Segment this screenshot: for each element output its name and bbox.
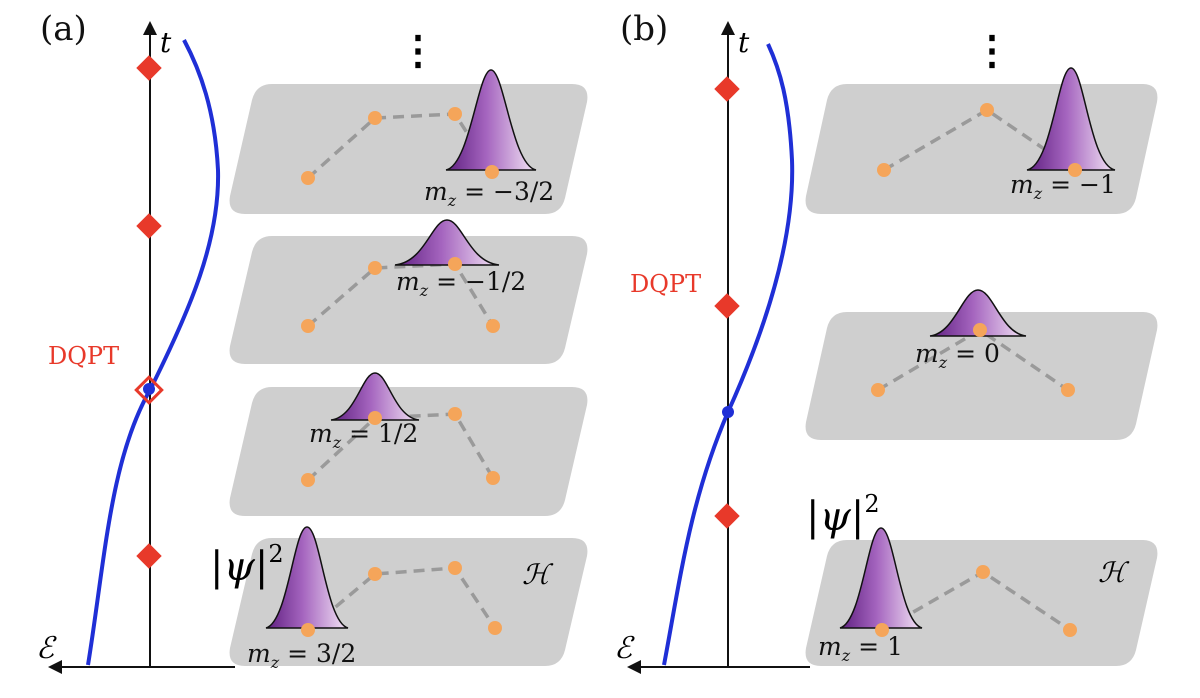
dqpt-marker-b-2 <box>714 293 740 319</box>
ellipsis-b: ⋮ <box>972 27 1012 74</box>
hilbert-plane-b-1: mz = 1 ℋ <box>805 527 1158 666</box>
lattice-node <box>976 565 990 579</box>
lattice-edges <box>306 566 497 632</box>
wavepacket <box>330 372 420 421</box>
energy-curve-b <box>662 43 795 666</box>
dqpt-marker-a-2 <box>136 213 162 239</box>
panel-b-label: (b) <box>620 9 668 49</box>
plane-shape <box>229 387 588 516</box>
plane-shape <box>229 236 588 364</box>
lattice-node <box>488 621 502 635</box>
hilbert-plane-a-3: mz = −1/2 <box>229 219 588 364</box>
lattice-node <box>1063 623 1077 637</box>
lattice-node <box>486 471 500 485</box>
mz-label-a-4: mz = −3/2 <box>424 177 554 210</box>
wavepacket <box>1026 67 1116 171</box>
energy-axis-label-a: ℰ <box>36 631 57 666</box>
ellipsis-a: ⋮ <box>398 27 438 74</box>
crossing-dot-b <box>722 406 734 418</box>
hilbert-label-a: ℋ <box>522 558 554 591</box>
lattice-node <box>368 261 382 275</box>
lattice-node <box>1068 163 1082 177</box>
energy-axis-label-b: ℰ <box>614 631 635 666</box>
lattice-node <box>368 111 382 125</box>
lattice-node <box>301 623 315 637</box>
lattice-node <box>301 473 315 487</box>
panel-a: (a) t ℰ DQPT ⋮ mz = −3/2 <box>36 9 588 674</box>
wavepacket <box>265 526 349 629</box>
hilbert-plane-b-3: mz = −1 <box>805 67 1158 214</box>
hilbert-plane-b-2: mz = 0 <box>805 289 1158 440</box>
lattice-node <box>871 383 885 397</box>
lattice-node <box>448 107 462 121</box>
density-label-a: |ψ|2 <box>210 540 284 590</box>
lattice-node <box>877 163 891 177</box>
mz-label-a-2: mz = 1/2 <box>309 419 418 452</box>
lattice-edges <box>306 412 495 482</box>
time-axis-label-a: t <box>160 26 172 59</box>
energy-curve-a <box>86 39 221 666</box>
wavepacket <box>445 69 537 171</box>
mz-label-b-3: mz = −1 <box>1010 170 1116 203</box>
lattice-node <box>448 407 462 421</box>
lattice-edges <box>306 262 495 328</box>
dqpt-marker-a-4 <box>136 543 162 569</box>
lattice-node <box>368 567 382 581</box>
lattice-node <box>875 623 889 637</box>
hilbert-label-b: ℋ <box>1098 556 1130 589</box>
wavepacket <box>394 219 500 266</box>
hilbert-plane-a-2: mz = 1/2 <box>229 372 588 516</box>
lattice-node <box>301 319 315 333</box>
lattice-node <box>448 257 462 271</box>
lattice-node <box>368 411 382 425</box>
mz-label-b-1: mz = 1 <box>818 632 903 665</box>
dqpt-marker-b-3 <box>714 503 740 529</box>
panel-b: (b) t ℰ DQPT ⋮ mz = −1 <box>614 9 1158 674</box>
density-label-b: |ψ|2 <box>806 490 880 540</box>
lattice-node <box>301 171 315 185</box>
lattice-node <box>448 561 462 575</box>
mz-label-a-1: mz = 3/2 <box>247 639 356 672</box>
dqpt-marker-b-1 <box>714 76 740 102</box>
lattice-node <box>980 103 994 117</box>
dqpt-marker-a-3 <box>134 375 164 405</box>
dqpt-label-b: DQPT <box>630 270 701 298</box>
wavepacket <box>929 289 1027 337</box>
wavepacket <box>839 527 923 629</box>
time-axis-label-b: t <box>738 26 750 59</box>
mz-label-a-3: mz = −1/2 <box>396 267 526 300</box>
lattice-node <box>486 319 500 333</box>
hilbert-plane-a-1: mz = 3/2 ℋ <box>229 526 588 672</box>
dqpt-marker-a-1 <box>136 55 162 81</box>
plane-shape <box>805 312 1158 440</box>
panel-a-label: (a) <box>40 9 87 49</box>
lattice-node <box>973 323 987 337</box>
dqpt-label-a: DQPT <box>48 342 119 370</box>
hilbert-plane-a-4: mz = −3/2 <box>229 69 588 214</box>
mz-label-b-2: mz = 0 <box>915 339 1000 372</box>
lattice-node <box>485 165 499 179</box>
crossing-dot-a <box>143 383 155 395</box>
lattice-node <box>1061 383 1075 397</box>
